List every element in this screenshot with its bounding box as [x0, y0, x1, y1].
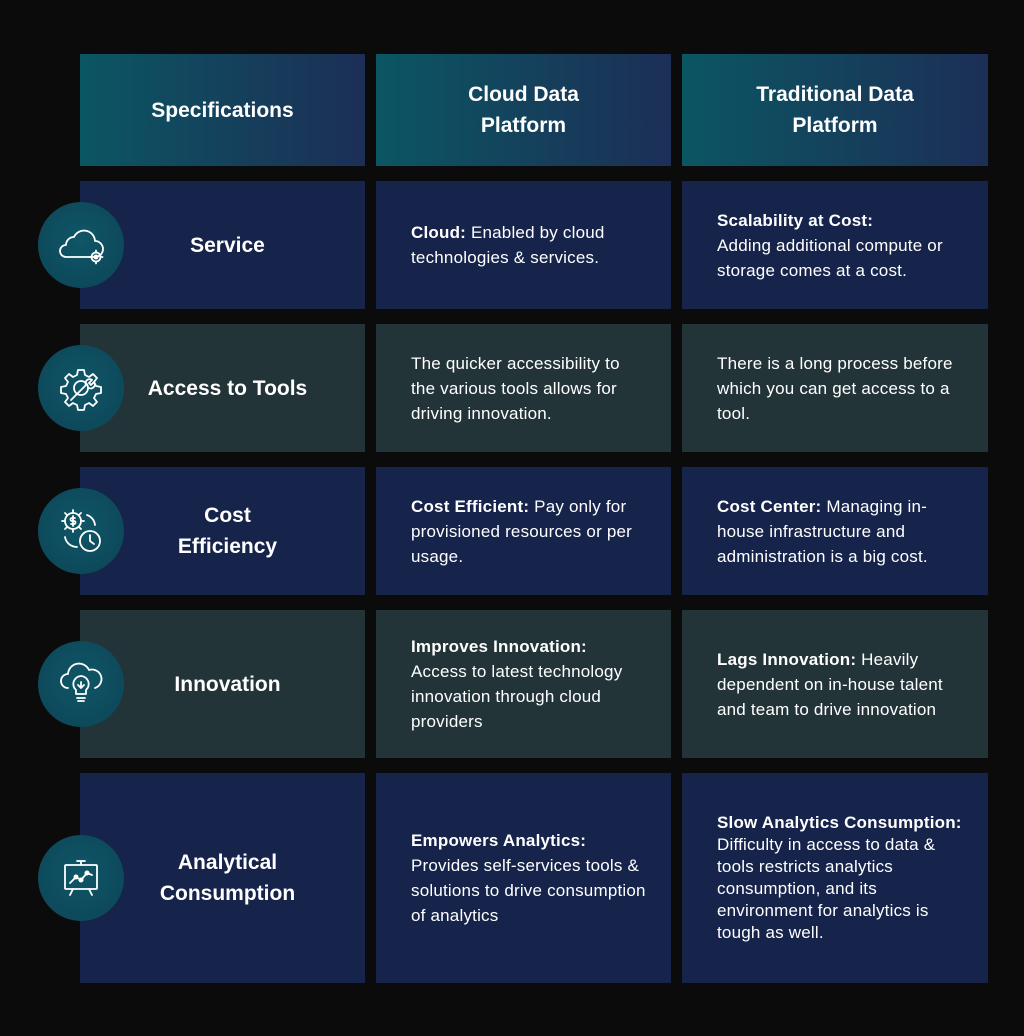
table-cell-analytics-traditional: Slow Analytics Consumption: Difficulty in…: [682, 773, 988, 983]
cell-bold: Scalability at Cost:: [717, 210, 874, 230]
tools-icon-badge: [38, 345, 124, 431]
cell-text: Enabled by cloud technologies & services…: [411, 223, 605, 267]
header-cloud-platform: Cloud Data Platform: [376, 54, 671, 166]
table-row-tools-spec: Access to Tools: [80, 324, 365, 452]
cell-text: Access to latest technology innovation t…: [411, 662, 623, 731]
header-traditional-line2: Platform: [792, 114, 878, 137]
cell-text: Provides self-services tools & solutions…: [411, 856, 646, 925]
cell-bold: Cloud:: [411, 223, 467, 242]
header-specifications: Specifications: [80, 54, 365, 166]
spec-label: Analytical Consumption: [160, 847, 295, 909]
cell-text: Adding additional compute or storage com…: [717, 235, 943, 280]
cell-bold: Improves Innovation:: [411, 637, 587, 656]
table-cell-cost-traditional: Cost Center: Managing in-house infrastru…: [682, 467, 988, 595]
spec-label: Innovation: [174, 672, 281, 696]
spec-label: Service: [190, 233, 265, 257]
cell-text: There is a long process before which you…: [717, 353, 953, 423]
table-cell-service-traditional: Scalability at Cost: Adding additional co…: [682, 181, 988, 309]
analytics-board-icon: [64, 860, 98, 896]
table-cell-analytics-cloud: Empowers Analytics: Provides self-service…: [376, 773, 671, 983]
spec-label: Cost Efficiency: [178, 500, 277, 562]
header-cloud-line1: Cloud Data: [468, 83, 579, 106]
table-row-cost-spec: Cost Efficiency: [80, 467, 365, 595]
innovation-icon-badge: [38, 641, 124, 727]
table-cell-tools-traditional: There is a long process before which you…: [682, 324, 988, 452]
table-cell-tools-cloud: The quicker accessibility to the various…: [376, 324, 671, 452]
table-row-innovation-spec: Innovation: [80, 610, 365, 758]
table-row-analytics-spec: Analytical Consumption: [80, 773, 365, 983]
cloud-gear-icon: [59, 229, 104, 265]
cell-bold: Slow Analytics Consumption:: [717, 813, 962, 832]
cell-text: Pay only for provisioned resources or pe…: [411, 496, 633, 566]
service-icon-badge: [38, 202, 124, 288]
cell-bold: Cost Center:: [717, 496, 822, 516]
analytics-icon-badge: [38, 835, 124, 921]
table-row-service-spec: Service: [80, 181, 365, 309]
header-specifications-label: Specifications: [151, 98, 294, 122]
header-cloud-label: Cloud Data Platform: [468, 79, 579, 141]
table-cell-service-cloud: Cloud: Enabled by cloud technologies & s…: [376, 181, 671, 309]
cell-bold: Empowers Analytics:: [411, 831, 587, 850]
cell-text: The quicker accessibility to the various…: [411, 353, 620, 423]
header-traditional-platform: Traditional Data Platform: [682, 54, 988, 166]
spec-label-line1: Cost: [204, 504, 251, 527]
cloud-lightbulb-icon: [60, 662, 103, 702]
cell-text: Managing in-house infrastructure and adm…: [717, 496, 928, 566]
spec-label-line1: Analytical: [177, 851, 278, 874]
header-cloud-line2: Platform: [480, 114, 567, 137]
spec-label-line2: Consumption: [159, 882, 296, 905]
spec-label-line2: Efficiency: [177, 535, 278, 558]
table-cell-cost-cloud: Cost Efficient: Pay only for provisioned…: [376, 467, 671, 595]
spec-label: Access to Tools: [147, 376, 308, 400]
cell-bold: Cost Efficient:: [411, 496, 530, 516]
table-cell-innovation-cloud: Improves Innovation: Access to latest tec…: [376, 610, 671, 758]
header-traditional-label: Traditional Data Platform: [756, 79, 914, 141]
table-cell-innovation-traditional: Lags Innovation: Heavily dependent on in…: [682, 610, 988, 758]
cost-clock-icon: [61, 509, 101, 552]
gear-wrench-icon: [60, 369, 102, 411]
cell-bold: Lags Innovation:: [717, 649, 857, 669]
cell-text: Heavily dependent on in-house talent and…: [717, 649, 943, 719]
cost-icon-badge: [38, 488, 124, 574]
header-traditional-line1: Traditional Data: [756, 83, 914, 106]
cell-text: Difficulty in access to data & tools res…: [717, 835, 936, 942]
